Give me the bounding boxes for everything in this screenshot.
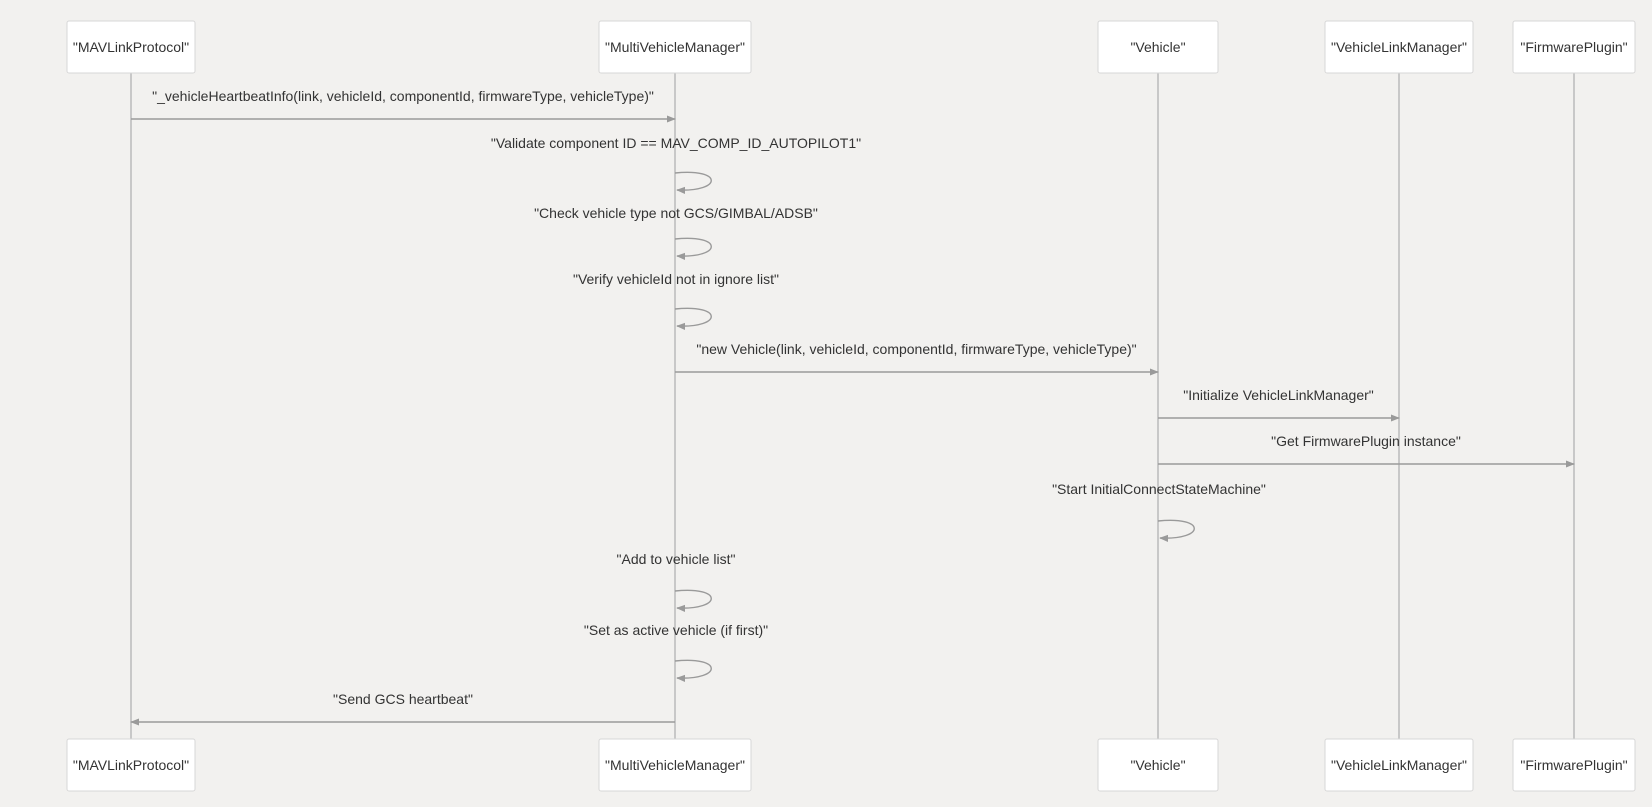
- message: "Check vehicle type not GCS/GIMBAL/ADSB": [534, 205, 818, 260]
- participant-label: "VehicleLinkManager": [1331, 39, 1467, 55]
- participant-label: "Vehicle": [1130, 39, 1185, 55]
- self-message-arrow: [674, 589, 712, 612]
- message-label: "Verify vehicleId not in ignore list": [573, 271, 779, 287]
- message: "Initialize VehicleLinkManager": [1158, 387, 1400, 422]
- message-label: "Check vehicle type not GCS/GIMBAL/ADSB": [534, 205, 818, 221]
- message: "Start InitialConnectStateMachine": [1052, 481, 1266, 542]
- self-message-arrow: [674, 237, 712, 260]
- message: "new Vehicle(link, vehicleId, componentI…: [675, 341, 1159, 376]
- participant-box: [1097, 738, 1219, 792]
- participant-box: [1324, 738, 1474, 792]
- self-message-arrow: [674, 171, 712, 194]
- message-label: "Send GCS heartbeat": [333, 691, 473, 707]
- participant-box: [598, 738, 752, 792]
- message-label: "Add to vehicle list": [617, 551, 736, 567]
- participant-label: "FirmwarePlugin": [1520, 757, 1627, 773]
- participant-mav-top: "MAVLinkProtocol": [66, 20, 196, 74]
- participant-box: [1097, 20, 1219, 74]
- message: "Add to vehicle list": [617, 551, 736, 612]
- message: "Validate component ID == MAV_COMP_ID_AU…: [491, 135, 861, 194]
- message: "Get FirmwarePlugin instance": [1158, 433, 1575, 468]
- participant-label: "Vehicle": [1130, 757, 1185, 773]
- message-label: "Set as active vehicle (if first)": [584, 622, 768, 638]
- participant-veh-top: "Vehicle": [1097, 20, 1219, 74]
- participant-box: [66, 738, 196, 792]
- participant-box: [1512, 738, 1636, 792]
- participant-label: "MultiVehicleManager": [605, 757, 745, 773]
- message-label: "Initialize VehicleLinkManager": [1183, 387, 1374, 403]
- message-label: "Validate component ID == MAV_COMP_ID_AU…: [491, 135, 861, 151]
- participant-box: [1512, 20, 1636, 74]
- participant-mvm-top: "MultiVehicleManager": [598, 20, 752, 74]
- participant-box: [598, 20, 752, 74]
- message: "Verify vehicleId not in ignore list": [573, 271, 779, 330]
- message-label: "new Vehicle(link, vehicleId, componentI…: [696, 341, 1136, 357]
- participant-vlm-bottom: "VehicleLinkManager": [1324, 738, 1474, 792]
- participant-veh-bottom: "Vehicle": [1097, 738, 1219, 792]
- message-label: "_vehicleHeartbeatInfo(link, vehicleId, …: [152, 88, 654, 104]
- participant-box: [1324, 20, 1474, 74]
- message-label: "Start InitialConnectStateMachine": [1052, 481, 1266, 497]
- self-message-arrow: [674, 659, 712, 682]
- message: "Send GCS heartbeat": [130, 691, 675, 726]
- participant-label: "MultiVehicleManager": [605, 39, 745, 55]
- participant-label: "MAVLinkProtocol": [73, 757, 189, 773]
- participant-vlm-top: "VehicleLinkManager": [1324, 20, 1474, 74]
- participant-mav-bottom: "MAVLinkProtocol": [66, 738, 196, 792]
- participant-label: "MAVLinkProtocol": [73, 39, 189, 55]
- participant-mvm-bottom: "MultiVehicleManager": [598, 738, 752, 792]
- message-label: "Get FirmwarePlugin instance": [1271, 433, 1461, 449]
- participant-label: "VehicleLinkManager": [1331, 757, 1467, 773]
- self-message-arrow: [1157, 519, 1195, 542]
- participant-fw-top: "FirmwarePlugin": [1512, 20, 1636, 74]
- self-message-arrow: [674, 307, 712, 330]
- participant-fw-bottom: "FirmwarePlugin": [1512, 738, 1636, 792]
- participant-box: [66, 20, 196, 74]
- message: "_vehicleHeartbeatInfo(link, vehicleId, …: [131, 88, 676, 123]
- message: "Set as active vehicle (if first)": [584, 622, 768, 682]
- participant-label: "FirmwarePlugin": [1520, 39, 1627, 55]
